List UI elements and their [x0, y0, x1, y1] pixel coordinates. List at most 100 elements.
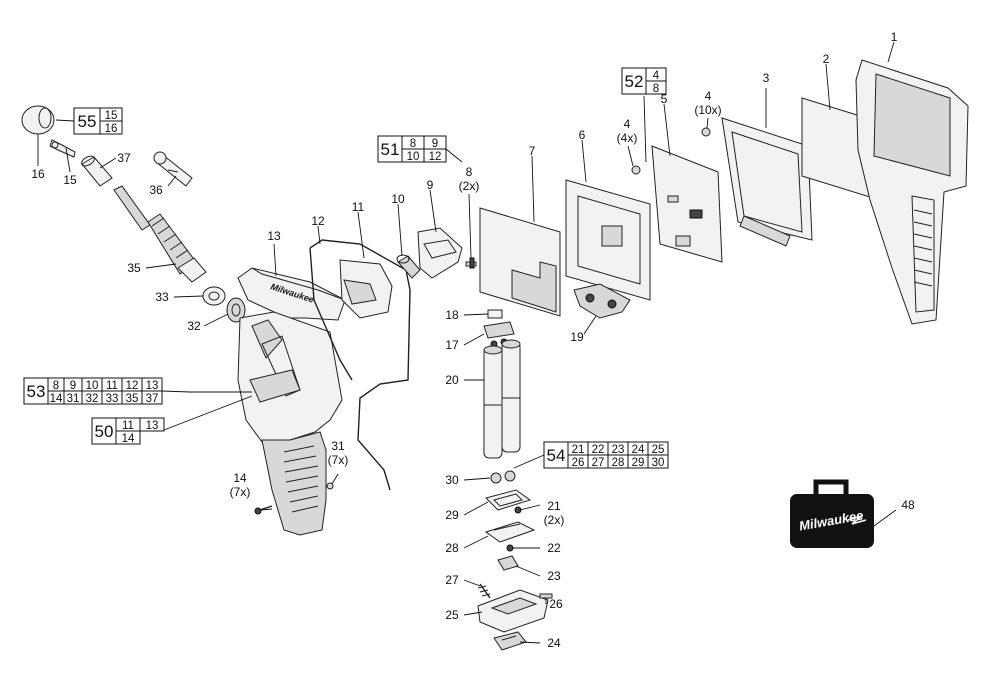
kit-52-box: 52 4 8 [621, 67, 667, 95]
leader-11 [357, 211, 365, 259]
leader-kit-52 [643, 95, 647, 163]
part-32-front-nose [226, 297, 246, 323]
kit-54-item: 21 [572, 444, 585, 456]
part-9-clip [417, 227, 463, 279]
kit-53-item: 13 [146, 380, 159, 392]
kit-54-item: 24 [632, 444, 645, 456]
label-part-29: 29 [445, 508, 459, 522]
label-part-8: 8 [466, 165, 473, 179]
label-part-22: 22 [547, 541, 561, 555]
label-part-12: 12 [311, 214, 325, 228]
kit-54-item: 29 [632, 457, 645, 469]
part-3-frame [721, 117, 813, 247]
leader-2 [825, 63, 831, 111]
part-lower-housing [237, 311, 343, 443]
label-part-24: 24 [547, 636, 561, 650]
part-handle-grip [261, 431, 327, 536]
kit-50-item: 11 [122, 420, 134, 432]
kit-54-id: 54 [547, 446, 566, 465]
kit-55-item: 16 [105, 123, 118, 135]
label-part-25: 25 [445, 608, 459, 622]
kit-54-item: 25 [652, 444, 665, 456]
leader-25 [463, 611, 483, 616]
part-37-sleeve [81, 155, 113, 187]
leader-14 [260, 508, 273, 511]
label-part-14-qty: (7x) [230, 485, 251, 499]
leader-23 [515, 565, 541, 577]
label-part-28: 28 [445, 541, 459, 555]
leader-18 [463, 313, 489, 316]
leader-13 [273, 243, 277, 277]
label-part-18: 18 [445, 308, 459, 322]
part-labels: 1 2 3 4 (10x) 4 (4x) 5 6 7 8 (2x) 9 10 1… [31, 30, 915, 650]
label-part-4b: 4 [624, 117, 631, 131]
label-part-13: 13 [267, 229, 281, 243]
part-1-rear-housing [855, 59, 969, 325]
leader-4b [627, 145, 634, 167]
kit-53-item: 12 [126, 380, 139, 392]
label-part-4a-qty: (10x) [694, 103, 721, 117]
part-13-top-housing: Milwaukee [237, 267, 346, 321]
label-part-8-qty: (2x) [459, 179, 480, 193]
part-12-wire-frame [309, 239, 411, 491]
label-part-31-qty: (7x) [328, 453, 349, 467]
kit-51-box: 51 8 9 10 12 [377, 135, 447, 163]
kit-50-item: 14 [122, 433, 135, 445]
label-part-30: 30 [445, 473, 459, 487]
kit-51-item: 10 [407, 151, 420, 163]
leader-36 [167, 175, 177, 187]
label-part-15: 15 [63, 173, 77, 187]
label-part-48: 48 [901, 498, 915, 512]
leader-33 [173, 295, 204, 298]
label-part-4b-qty: (4x) [617, 131, 638, 145]
kit-54-item: 26 [572, 457, 585, 469]
label-part-36: 36 [149, 183, 163, 197]
label-part-4a: 4 [705, 89, 712, 103]
label-part-19: 19 [570, 330, 584, 344]
leader-5 [663, 103, 671, 157]
part-18-contact [487, 309, 503, 319]
kit-53-item: 8 [53, 380, 59, 392]
part-11-bracket [339, 259, 393, 319]
part-17-contact-plate [483, 321, 515, 348]
label-part-27: 27 [445, 573, 459, 587]
label-part-9: 9 [427, 178, 434, 192]
kit-53-item: 11 [106, 380, 118, 392]
leader-kit-54 [513, 454, 545, 469]
part-16-knob [21, 105, 55, 135]
part-48-carrying-case: Milwaukee [790, 479, 874, 548]
kit-54-item: 23 [612, 444, 625, 456]
leader-32 [203, 313, 229, 327]
kit-54-item: 30 [652, 457, 665, 469]
leader-48 [873, 509, 897, 527]
kit-51-id: 51 [381, 140, 400, 159]
label-part-5: 5 [661, 92, 668, 106]
kit-53-item: 35 [126, 393, 139, 405]
label-part-23: 23 [547, 569, 561, 583]
leader-19 [583, 315, 597, 335]
kit-53-id: 53 [27, 382, 46, 401]
part-19-switch [573, 283, 631, 319]
label-part-17: 17 [445, 338, 459, 352]
leader-4a [706, 117, 709, 129]
leader-24 [519, 641, 541, 644]
kit-51-item: 8 [410, 138, 416, 150]
kit-50-item: 13 [146, 420, 159, 432]
leader-37 [99, 157, 117, 169]
label-part-2: 2 [823, 52, 830, 66]
leader-17 [463, 333, 485, 346]
leader-6 [581, 139, 587, 183]
leader-28 [463, 535, 489, 549]
leader-9 [429, 189, 437, 233]
part-29-gasket [485, 489, 532, 511]
part-23-latch [497, 555, 519, 571]
part-24-pad [493, 631, 527, 651]
label-part-31: 31 [331, 439, 345, 453]
kit-53-item: 33 [106, 393, 119, 405]
part-20-batteries [483, 339, 521, 459]
part-30-springs [490, 470, 516, 484]
label-part-10: 10 [391, 192, 405, 206]
part-8-screws [465, 257, 477, 269]
part-6-display [565, 179, 651, 301]
leader-27 [463, 579, 481, 587]
